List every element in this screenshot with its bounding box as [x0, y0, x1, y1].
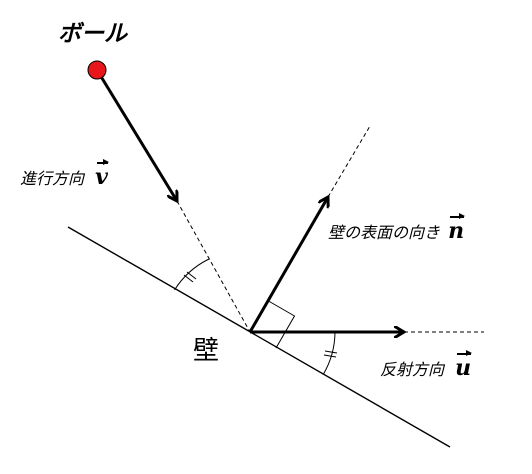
incidence-angle-tick-2: [186, 271, 197, 280]
reflection-angle-arc: [323, 331, 336, 375]
reflection-direction-vector: u: [455, 350, 473, 381]
incoming-ray: [95, 69, 177, 201]
wall-normal-vector: n: [448, 213, 466, 244]
direction-of-travel-label: 進行方向 v: [20, 159, 109, 190]
wall-normal-text: 壁の表面の向き: [328, 223, 441, 242]
normal-vector: [248, 197, 328, 333]
reflection-direction-text: 反射方向: [380, 360, 445, 379]
normal-extension: [327, 125, 371, 198]
wall-line: [67, 226, 451, 448]
wall-normal-label: 壁の表面の向き n: [328, 213, 466, 244]
ball: [87, 60, 107, 80]
reflection-direction-label: 反射方向 u: [380, 350, 473, 381]
incidence-angle-arc: [174, 258, 210, 291]
reflection-angle-tick-2: [323, 354, 337, 358]
ball-label: ボール: [58, 20, 127, 47]
reflection-angle-tick-1: [324, 350, 338, 354]
wall-label: 壁: [193, 336, 220, 366]
incoming-ray-extension: [176, 200, 251, 333]
incidence-angle-tick-1: [183, 274, 194, 283]
right-angle-mark: [268, 300, 296, 349]
direction-of-travel-vector: v: [95, 159, 109, 190]
direction-of-travel-text: 進行方向: [20, 169, 85, 188]
